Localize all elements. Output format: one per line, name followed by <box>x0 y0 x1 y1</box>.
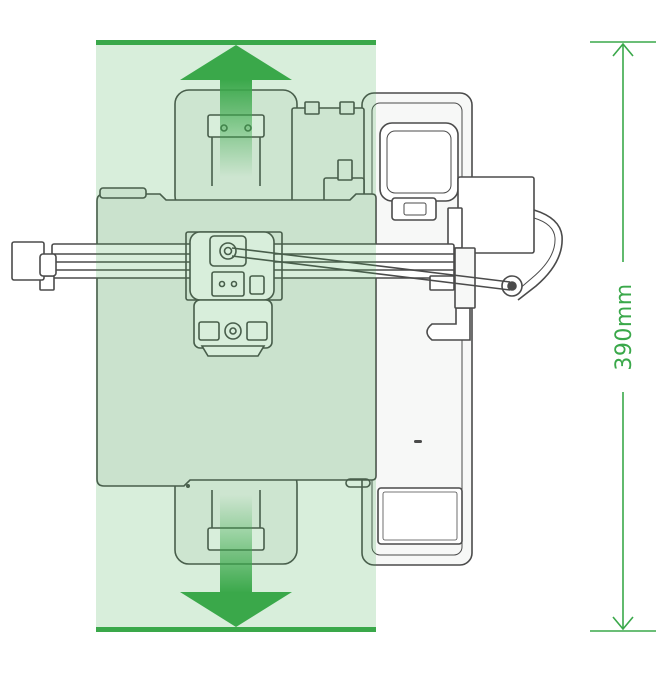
dimension-arrow-icon <box>590 41 656 632</box>
extruder-unit <box>379 122 563 309</box>
display-screen <box>377 487 463 545</box>
travel-zone-top-edge <box>96 40 376 45</box>
travel-zone-bottom-edge <box>96 627 376 632</box>
dimension-label: 390mm <box>612 283 637 370</box>
printer-base-right <box>361 92 473 566</box>
bowden-tube <box>231 247 511 291</box>
double-arrow-vertical-icon <box>180 45 292 627</box>
print-head <box>185 231 283 357</box>
